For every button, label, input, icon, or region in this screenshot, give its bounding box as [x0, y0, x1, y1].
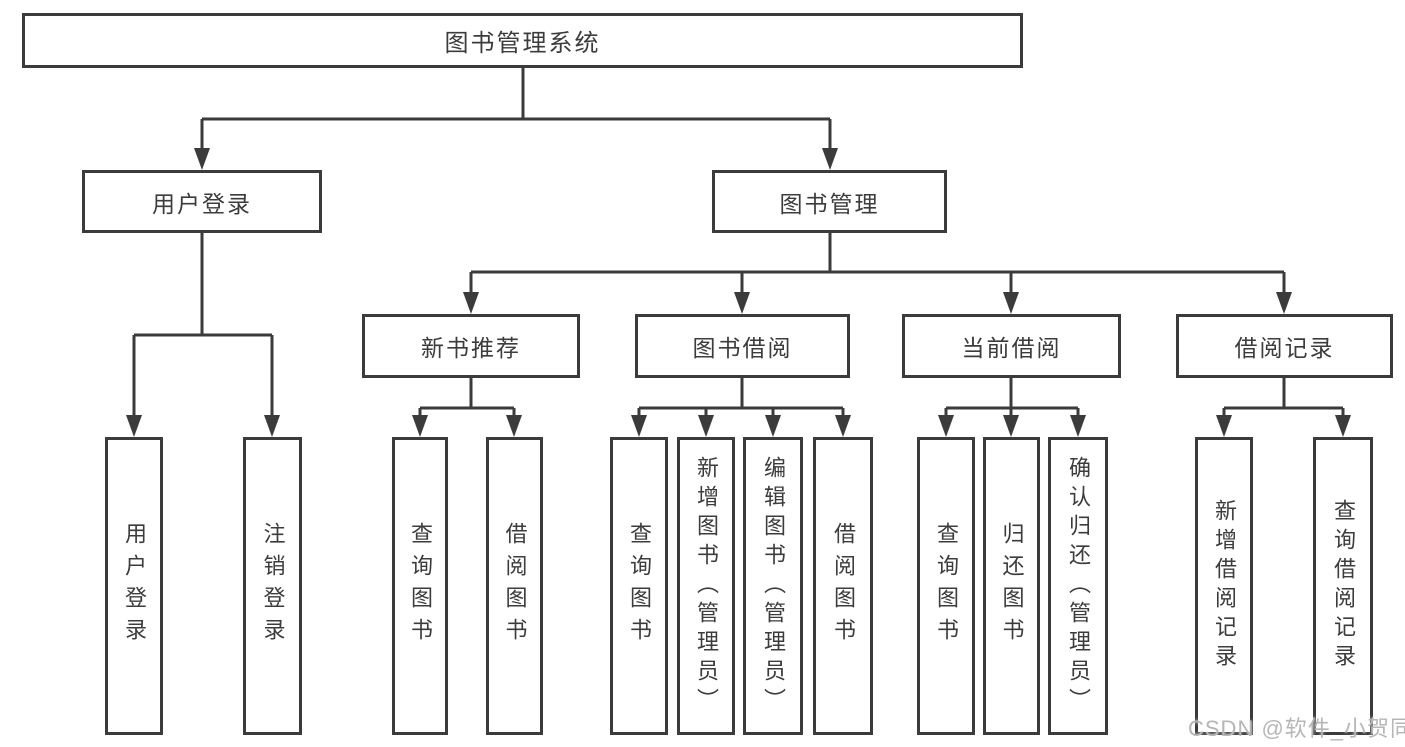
watermark: CSDN @软件_小贺同学 [1188, 716, 1405, 741]
node-label: 查询图书 [408, 522, 433, 650]
node-borrow-books-2: 借阅图书 [813, 437, 873, 735]
arrow-down-icon [463, 292, 479, 314]
connector-new-book-children [418, 378, 516, 417]
node-return-books: 归还图书 [983, 437, 1040, 735]
arrow-down-icon [1335, 415, 1351, 437]
node-label: 查询借阅记录 [1331, 499, 1356, 673]
node-query-borrow-record: 查询借阅记录 [1313, 437, 1373, 735]
node-label: 借阅图书 [502, 522, 528, 650]
node-label: 新增图书（管理员） [694, 455, 719, 717]
arrow-down-icon [765, 415, 781, 437]
node-query-books-2: 查询图书 [610, 437, 668, 735]
arrow-down-icon [1216, 415, 1232, 437]
node-book-management: 图书管理 [712, 170, 947, 233]
node-label: 新增借阅记录 [1212, 499, 1237, 673]
connector-user-login-children [132, 233, 274, 417]
node-query-books-1: 查询图书 [392, 437, 448, 735]
node-label: 借阅图书 [831, 522, 856, 650]
node-borrow-records: 借阅记录 [1176, 314, 1393, 378]
node-book-borrow: 图书借阅 [635, 314, 850, 378]
node-current-borrow: 当前借阅 [902, 314, 1121, 378]
node-label: 注销登录 [260, 522, 286, 650]
node-label: 用户登录 [152, 190, 252, 217]
node-library-management-system: 图书管理系统 [22, 13, 1023, 68]
arrow-down-icon [1003, 292, 1019, 314]
arrow-down-icon [412, 415, 428, 437]
node-label: 确认归还（管理员） [1066, 455, 1091, 717]
connector-root-to-level2 [200, 68, 832, 150]
arrow-down-icon [835, 415, 851, 437]
arrow-down-icon [194, 148, 210, 170]
node-logout: 注销登录 [243, 437, 302, 735]
arrow-down-icon [1276, 292, 1292, 314]
connector-book-borrow-children [637, 378, 845, 417]
arrow-down-icon [506, 415, 522, 437]
arrow-down-icon [264, 415, 280, 437]
arrow-down-icon [126, 415, 142, 437]
node-add-books-admin: 新增图书（管理员） [677, 437, 735, 735]
node-label: 编辑图书（管理员） [761, 455, 786, 717]
arrow-down-icon [698, 415, 714, 437]
node-label: 归还图书 [999, 522, 1025, 650]
node-edit-books-admin: 编辑图书（管理员） [743, 437, 803, 735]
node-label: 当前借阅 [961, 335, 1062, 361]
node-add-borrow-record: 新增借阅记录 [1195, 437, 1253, 735]
node-query-books-3: 查询图书 [917, 437, 975, 735]
node-label: 图书管理 [779, 190, 880, 217]
arrow-down-icon [1070, 415, 1086, 437]
node-label: 借阅记录 [1234, 335, 1335, 361]
arrow-down-icon [631, 415, 647, 437]
connector-book-mgmt-to-level3 [469, 233, 1286, 294]
arrow-down-icon [938, 415, 954, 437]
arrow-down-icon [1003, 415, 1019, 437]
node-borrow-books-1: 借阅图书 [486, 437, 543, 735]
node-user-login: 用户登录 [82, 170, 322, 233]
arrow-down-icon [822, 148, 838, 170]
connector-current-borrow-children [944, 378, 1080, 417]
node-label: 查询图书 [627, 522, 652, 650]
node-user-login-action: 用户登录 [105, 437, 163, 735]
connector-borrow-records-children [1222, 378, 1345, 417]
node-label: 查询图书 [934, 522, 959, 650]
arrow-down-icon [734, 292, 750, 314]
node-label: 图书借阅 [692, 335, 793, 361]
node-label: 新书推荐 [421, 335, 521, 361]
node-confirm-return-admin: 确认归还（管理员） [1048, 437, 1108, 735]
node-new-book-recommend: 新书推荐 [362, 314, 580, 378]
node-label: 图书管理系统 [444, 30, 601, 57]
node-label: 用户登录 [122, 522, 147, 650]
